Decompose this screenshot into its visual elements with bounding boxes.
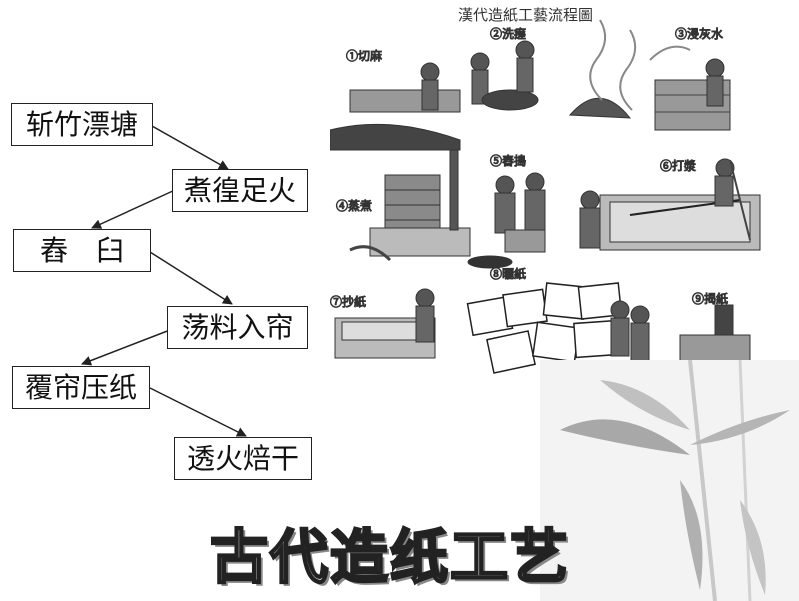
caption-3: ③浸灰水 (675, 27, 723, 41)
caption-5: ⑤舂搗 (490, 154, 526, 168)
step-box-5: 覆帘压纸 (12, 366, 150, 409)
illus-row-3: ⑦抄紙 ⑧曬紙 ⑨揭紙 (330, 266, 751, 374)
caption-4: ④蒸煮 (336, 199, 372, 213)
caption-6: ⑥打漿 (660, 158, 696, 173)
arrow-5-6 (149, 387, 247, 437)
caption-9: ⑨揭紙 (692, 291, 728, 306)
caption-7: ⑦抄紙 (330, 294, 366, 309)
step-box-4: 荡料入帘 (167, 306, 308, 349)
papermaking-illustration: 漢代造紙工藝流程圖 ①切麻 ②洗瘥 ③浸灰水 ④蒸煮 ⑤舂搗 ⑥打漿 (330, 6, 761, 374)
step-box-2: 煮徨足火 (172, 169, 308, 212)
arrow-2-3 (91, 189, 176, 229)
arrow-1-2 (151, 125, 229, 170)
main-title: 古代造纸工艺 (209, 522, 571, 593)
caption-8: ⑧曬紙 (490, 266, 526, 281)
step-box-1: 斩竹漂塘 (11, 103, 153, 146)
illus-row-1: ①切麻 ②洗瘥 ③浸灰水 (330, 19, 731, 151)
bamboo-decoration (540, 360, 799, 601)
caption-1: ①切麻 (346, 48, 382, 63)
step-box-3: 舂 臼 (13, 229, 151, 272)
caption-2: ②洗瘥 (490, 27, 526, 41)
arrow-4-5 (81, 329, 171, 366)
arrow-3-4 (149, 251, 233, 305)
step-box-6: 透火焙干 (174, 437, 312, 480)
illustration-title: 漢代造紙工藝流程圖 (458, 6, 593, 24)
illus-row-2: ④蒸煮 ⑤舂搗 ⑥打漿 (336, 149, 761, 269)
